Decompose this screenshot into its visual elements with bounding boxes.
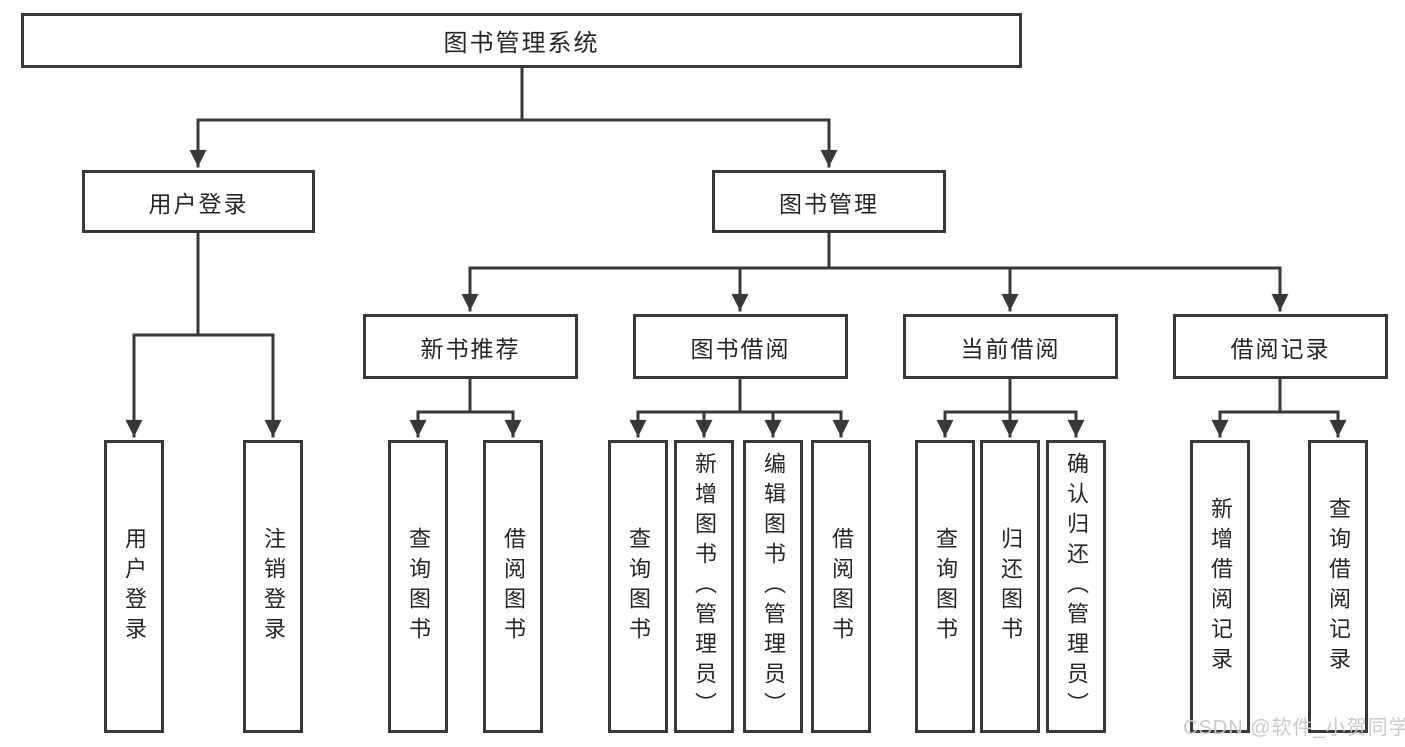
leaf-borrow-books-1: 借阅图书	[483, 440, 543, 733]
leaf-add-borrow-record: 新增借阅记录	[1190, 440, 1250, 733]
leaf-return-books: 归还图书	[980, 440, 1040, 733]
leaf-borrow-books-2: 借阅图书	[811, 440, 871, 733]
node-user-login: 用户登录	[82, 170, 315, 233]
leaf-query-books-3: 查询图书	[915, 440, 975, 733]
leaf-logout-login: 注销登录	[243, 440, 303, 733]
node-new-book-recommend: 新书推荐	[363, 314, 578, 379]
leaf-query-borrow-record: 查询借阅记录	[1308, 440, 1368, 733]
node-current-borrow: 当前借阅	[903, 314, 1118, 379]
leaf-user-login: 用户登录	[104, 440, 164, 733]
leaf-add-books-admin: 新增图书（管理员）	[674, 440, 734, 733]
watermark: CSDN @软件_小贺同学	[1183, 717, 1405, 739]
leaf-query-books-1: 查询图书	[388, 440, 448, 733]
leaf-confirm-return-admin: 确认归还（管理员）	[1046, 440, 1106, 733]
node-borrow-records: 借阅记录	[1173, 314, 1388, 379]
node-book-borrow: 图书借阅	[633, 314, 848, 379]
node-library-system: 图书管理系统	[21, 13, 1022, 68]
node-book-management: 图书管理	[712, 170, 946, 233]
connector-trunks	[132, 66, 1340, 414]
leaf-query-books-2: 查询图书	[608, 440, 668, 733]
leaf-edit-books-admin: 编辑图书（管理员）	[743, 440, 803, 733]
